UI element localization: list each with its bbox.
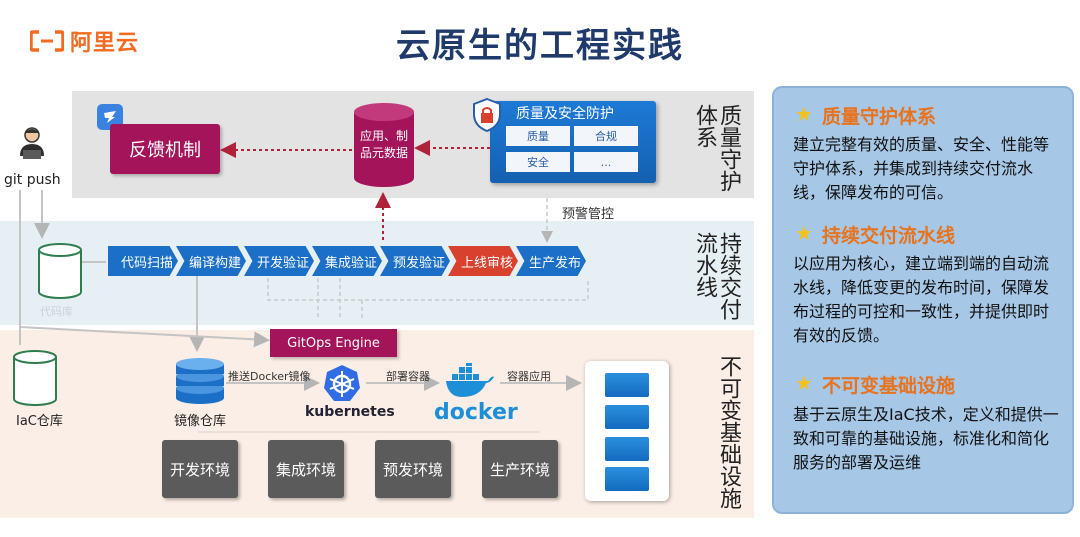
star-icon: ★ <box>795 102 813 126</box>
metadata-db-icon <box>354 103 414 187</box>
code-repo-label: 代码库 <box>40 305 73 318</box>
quality-cell-compliance: 合规 <box>574 126 638 146</box>
row-label-infra: 不可变基础设施 <box>716 355 741 509</box>
pipeline-stage-integration-verify: 集成验证 <box>312 246 382 276</box>
pipeline-stage-staging-verify: 预发验证 <box>380 246 450 276</box>
metadata-label-line1: 应用、制 <box>359 129 408 143</box>
quality-cell-security: 安全 <box>506 152 570 172</box>
star-icon: ★ <box>795 221 813 245</box>
push-image-label: 推送Docker镜像 <box>228 370 311 383</box>
warning-control-label: 预警管控 <box>562 207 615 222</box>
connector-lines <box>19 140 589 433</box>
pipeline: 代码扫描 编译构建 开发验证 集成验证 预发验证 上线审核 生产发布 <box>108 246 598 276</box>
panel-heading-cd: 持续交付流水线 <box>822 225 956 247</box>
docker-label: docker <box>434 400 518 425</box>
env-integration: 集成环境 <box>268 440 344 498</box>
code-repo-icon <box>38 243 82 299</box>
row-label-cd: 持续交付流水线 <box>692 232 741 320</box>
container-icon <box>605 467 649 491</box>
env-dev: 开发环境 <box>162 440 238 498</box>
env-staging: 预发环境 <box>375 440 451 498</box>
aliyun-logo-icon <box>30 30 64 52</box>
aliyun-logo: 阿里云 <box>30 26 155 56</box>
env-production: 生产环境 <box>482 440 558 498</box>
logo-text: 阿里云 <box>70 31 140 56</box>
container-icon <box>605 373 649 397</box>
developer-icon <box>20 127 44 159</box>
pipeline-stage-build: 编译构建 <box>176 246 246 276</box>
panel-body-quality: 建立完整有效的质量、安全、性能等守护体系，并集成到持续交付流水线，保障发布的可信… <box>793 135 1050 202</box>
pipeline-stage-code-scan: 代码扫描 <box>108 246 178 276</box>
git-push-label: git push <box>4 172 61 188</box>
feedback-box: 反馈机制 <box>110 124 220 174</box>
container-icon <box>605 405 649 429</box>
container-icon <box>605 437 649 461</box>
containers-stack <box>585 361 669 501</box>
docker-whale-icon <box>446 363 494 397</box>
iac-repo-icon <box>13 350 57 406</box>
panel-heading-quality: 质量守护体系 <box>822 106 937 128</box>
metadata-label-line2: 品元数据 <box>359 146 408 160</box>
pipeline-stage-dev-verify: 开发验证 <box>244 246 314 276</box>
kubernetes-icon <box>324 365 360 401</box>
quality-box-title: 质量及安全防护 <box>516 106 614 122</box>
panel-body-cd: 以应用为核心，建立端到端的自动流水线，降低变更的发布时间，保障发布过程的可控和一… <box>793 254 1050 345</box>
description-panel <box>772 86 1074 514</box>
star-icon: ★ <box>795 371 813 395</box>
gitops-engine-box: GitOps Engine <box>270 329 397 357</box>
quality-cell-more: ... <box>574 152 638 172</box>
panel-heading-infra: 不可变基础设施 <box>822 375 956 397</box>
page-title: 云原生的工程实践 <box>396 26 684 66</box>
metadata-label: 应用、制 品元数据 <box>352 128 416 162</box>
container-app-label: 容器应用 <box>507 370 551 383</box>
row-label-quality: 质量守护体系 <box>692 104 741 192</box>
panel-body-infra: 基于云原生及IaC技术，定义和提供一致和可靠的基础设施，标准化和简化服务的部署及… <box>793 405 1059 472</box>
deploy-container-label: 部署容器 <box>386 370 430 383</box>
shield-lock-icon <box>473 98 501 132</box>
pipeline-stage-release-review: 上线审核 <box>448 246 518 276</box>
image-repo-label: 镜像仓库 <box>174 414 227 429</box>
quality-cell-quality: 质量 <box>506 126 570 146</box>
kubernetes-label: kubernetes <box>305 404 395 420</box>
iac-repo-label: IaC仓库 <box>16 414 63 429</box>
image-repo-icon <box>176 358 224 404</box>
pipeline-stage-production: 生产发布 <box>516 246 586 276</box>
